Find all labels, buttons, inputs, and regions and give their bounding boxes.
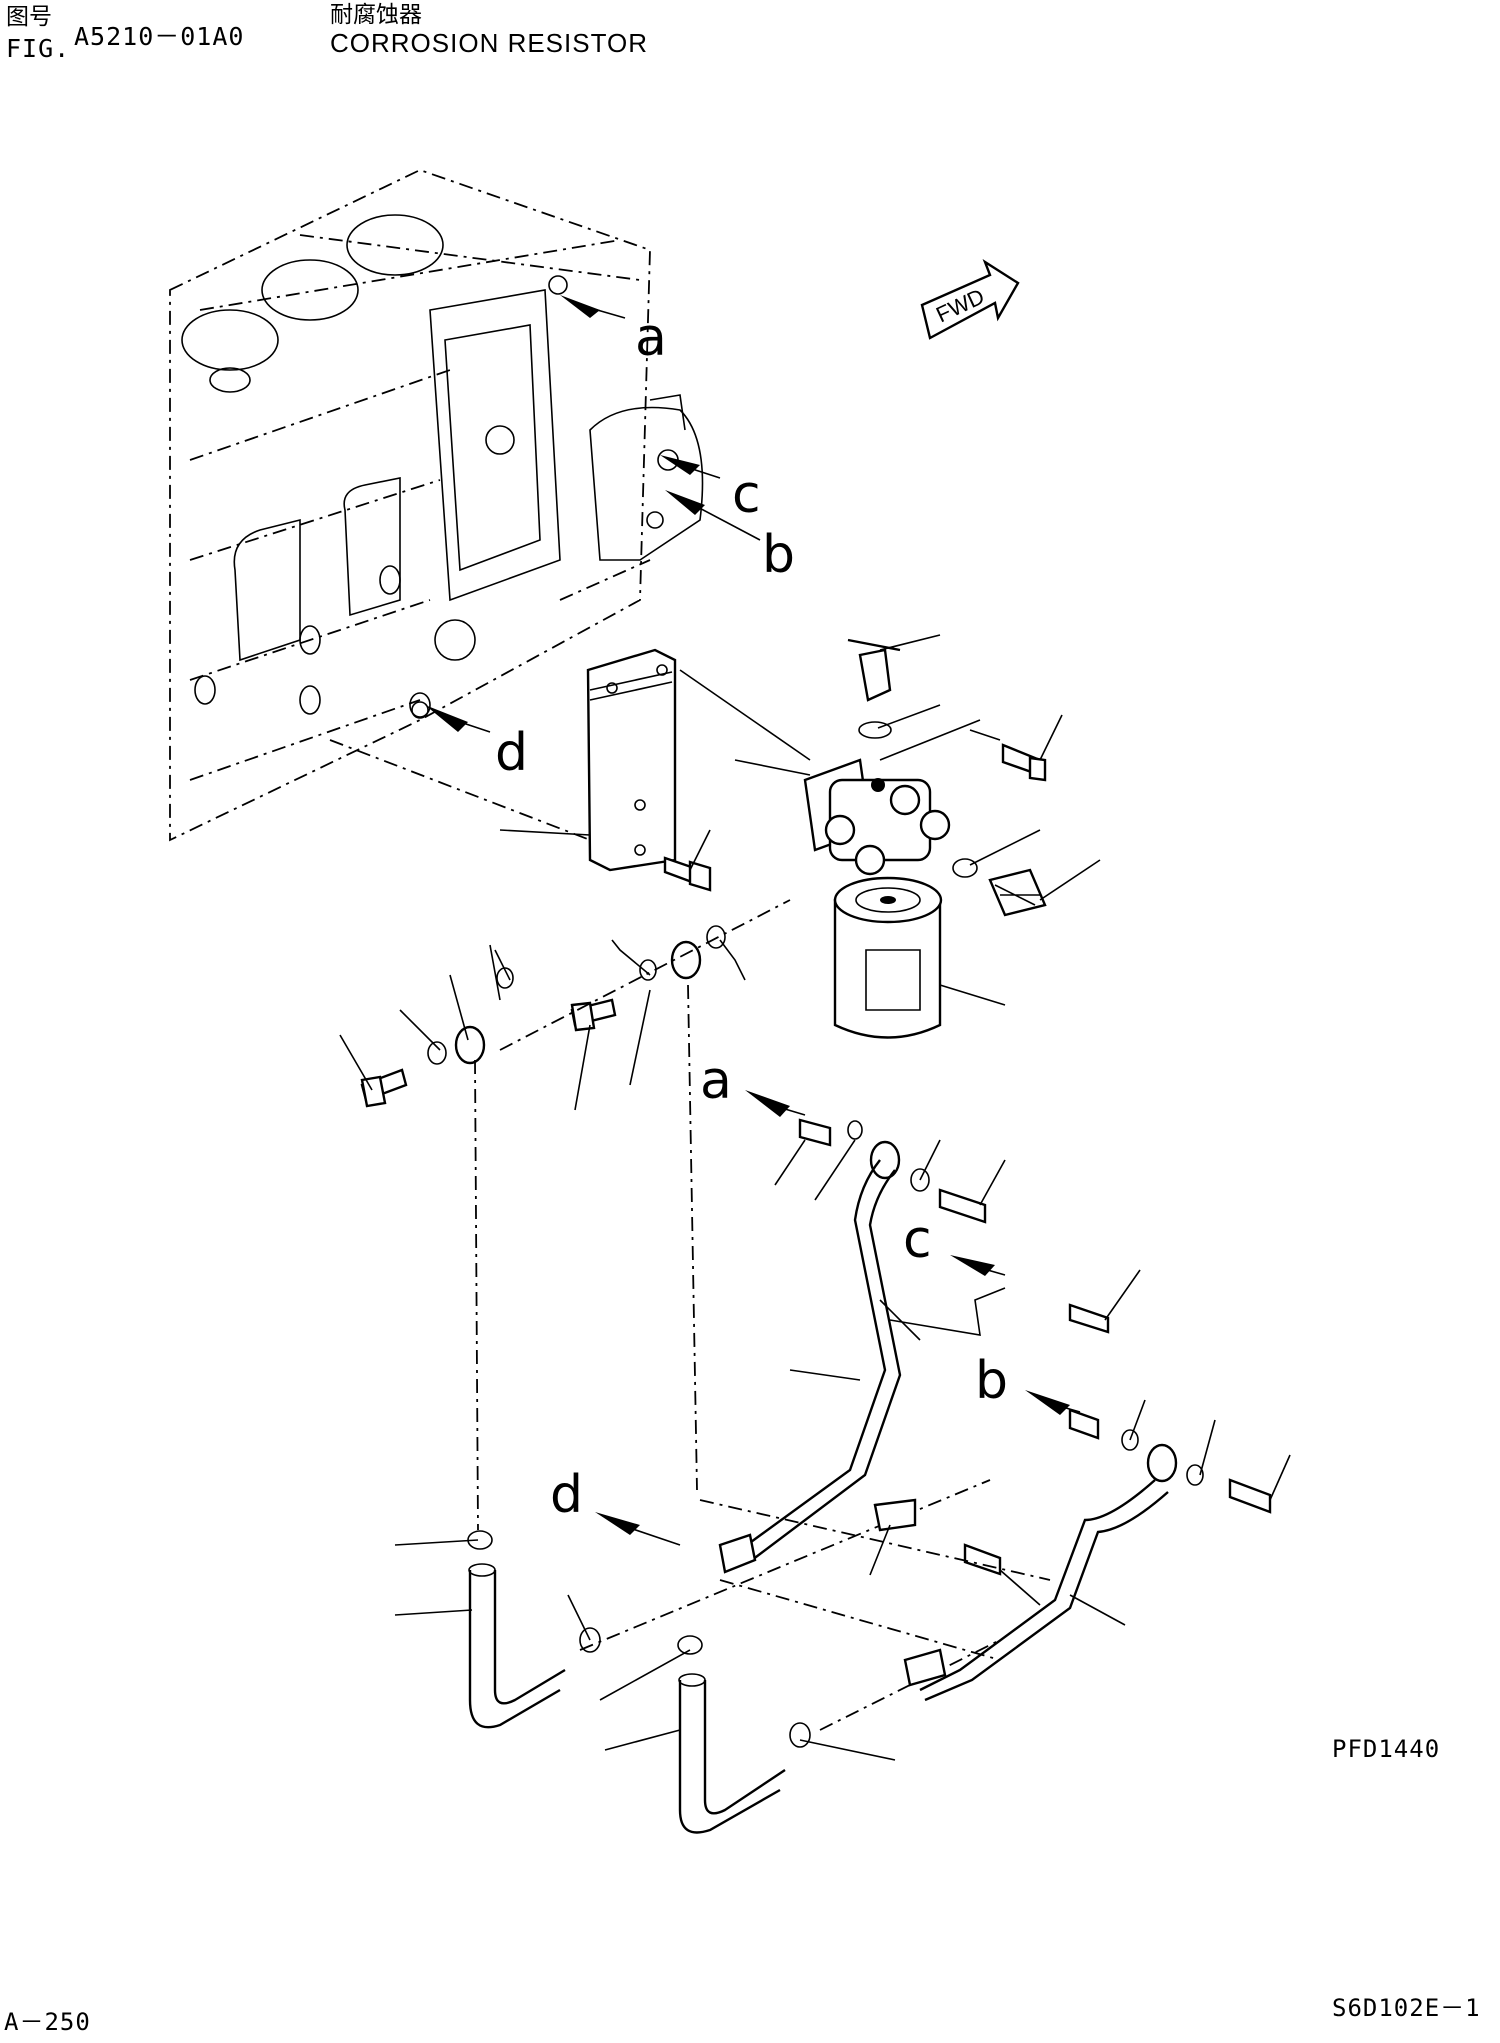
fwd-arrow-marker: FWD bbox=[920, 259, 1020, 340]
mounting-bracket bbox=[586, 648, 677, 872]
pipe-upper bbox=[739, 1159, 1006, 1561]
callout-b-lower: b bbox=[975, 1351, 1008, 1411]
callout-labels: a c b d a c b d bbox=[495, 308, 1008, 1525]
drawing-code: PFD1440 bbox=[1332, 1735, 1441, 1763]
engine-model: S6D102E－1 bbox=[1332, 1994, 1481, 2022]
callout-c-upper: c bbox=[732, 465, 761, 525]
fig-label: FIG. bbox=[6, 34, 71, 63]
title-cjk: 耐腐蚀器 bbox=[330, 2, 422, 28]
fig-number: A5210－01A0 bbox=[74, 22, 245, 51]
callout-d-lower: d bbox=[550, 1465, 583, 1525]
pipe-lower bbox=[919, 1479, 1169, 1702]
bolts bbox=[360, 743, 1272, 1576]
side-valve bbox=[952, 858, 1047, 917]
hose-left bbox=[468, 1563, 566, 1729]
filter-cartridge bbox=[833, 876, 943, 1039]
callout-b-upper: b bbox=[762, 525, 795, 585]
washers bbox=[427, 925, 1204, 1748]
diagram-title: CORROSION RESISTOR bbox=[330, 28, 649, 58]
drain-valve bbox=[847, 638, 901, 739]
callout-c-lower: c bbox=[903, 1210, 932, 1270]
fig-label-cjk: 图号 bbox=[6, 4, 52, 30]
page-number: A－250 bbox=[4, 2008, 91, 2036]
callout-d-upper: d bbox=[495, 723, 528, 783]
reference-arrows bbox=[425, 295, 1081, 1546]
leader-lines bbox=[339, 634, 1291, 1761]
filter-head bbox=[803, 758, 951, 876]
callout-a-upper: a bbox=[635, 308, 667, 368]
clamps bbox=[467, 1498, 947, 1687]
centerlines bbox=[329, 669, 1051, 1731]
engine-block bbox=[169, 169, 704, 842]
callout-a-lower: a bbox=[700, 1051, 732, 1111]
hose-right bbox=[678, 1673, 786, 1834]
banjo-fittings bbox=[454, 940, 1178, 1483]
